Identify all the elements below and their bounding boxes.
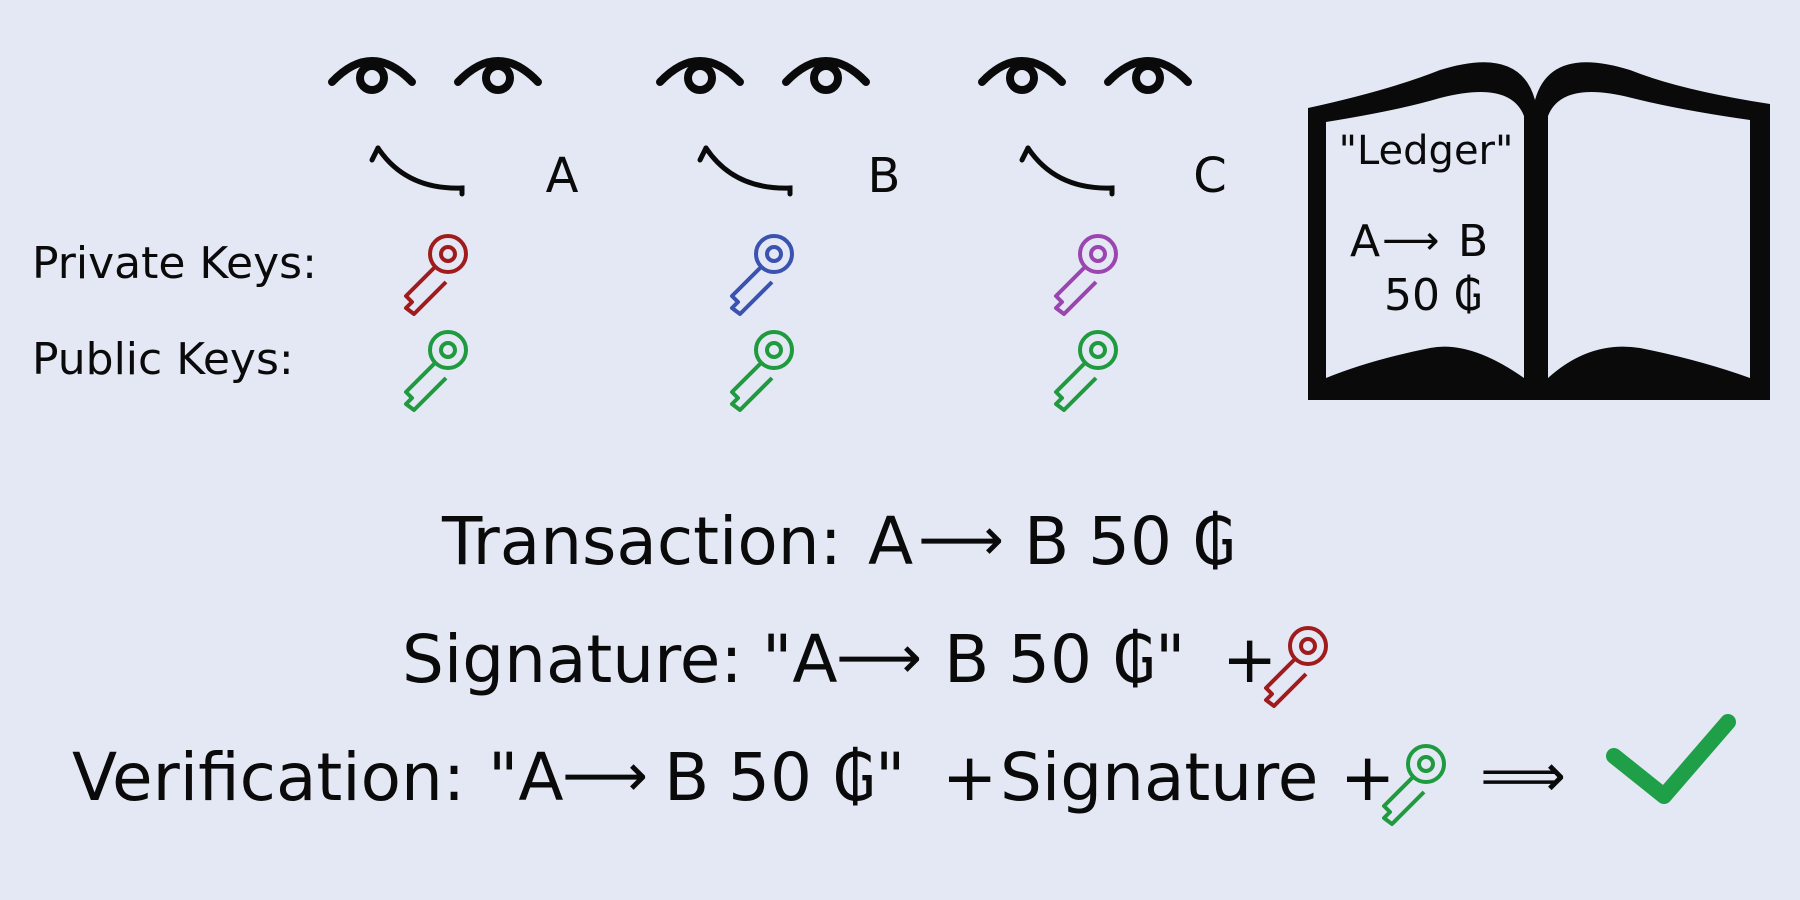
eye-icon bbox=[982, 61, 1062, 90]
public-keys-label: Public Keys: bbox=[32, 334, 294, 385]
signature-from: "A bbox=[762, 621, 838, 698]
private-key-a-icon bbox=[404, 234, 468, 316]
private-key-b-icon bbox=[730, 234, 794, 316]
person-a-face: A bbox=[332, 61, 579, 204]
private-keys-label: Private Keys: bbox=[32, 238, 317, 289]
verification-arrow: ⟶ bbox=[562, 741, 648, 811]
ledger-entry-to: B bbox=[1458, 216, 1488, 267]
signature-label: Signature: bbox=[402, 621, 743, 698]
transaction-label: Transaction: bbox=[441, 503, 842, 580]
verification-signature-word: Signature bbox=[1000, 739, 1318, 816]
smile-icon bbox=[1022, 148, 1112, 194]
eye-icon bbox=[660, 61, 740, 90]
verification-from: "A bbox=[488, 739, 564, 816]
person-c-face: C bbox=[982, 61, 1227, 204]
signature-to: B bbox=[944, 621, 989, 698]
private-key-c-icon bbox=[1054, 234, 1118, 316]
person-b-label: B bbox=[868, 148, 901, 204]
eye-icon bbox=[1108, 61, 1188, 90]
ledger-entry-amount: 50 ₲ bbox=[1384, 270, 1482, 321]
public-key-a-icon bbox=[404, 330, 468, 412]
smile-icon bbox=[700, 148, 790, 194]
eye-icon bbox=[786, 61, 866, 90]
ledger-entry-from: A bbox=[1350, 216, 1380, 267]
verification-label: Verification: bbox=[72, 739, 465, 816]
transaction-amount: 50 ₲ bbox=[1088, 503, 1235, 580]
transaction-from: A bbox=[868, 503, 913, 580]
transaction-to: B bbox=[1024, 503, 1069, 580]
signature-arrow: ⟶ bbox=[836, 623, 922, 693]
public-key-c-icon bbox=[1054, 330, 1118, 412]
ledger-arrow: ⟶ bbox=[1382, 218, 1439, 264]
ledger-book-icon: "Ledger" A ⟶ B 50 ₲ bbox=[1308, 62, 1770, 400]
smile-icon bbox=[372, 148, 462, 194]
eye-icon bbox=[458, 61, 538, 90]
transaction-line: Transaction: A ⟶ B 50 ₲ bbox=[441, 503, 1235, 580]
checkmark-icon bbox=[1606, 714, 1736, 804]
public-key-b-icon bbox=[730, 330, 794, 412]
transaction-arrow: ⟶ bbox=[918, 505, 1004, 575]
verification-amount: 50 ₲" bbox=[728, 739, 905, 816]
eye-icon bbox=[332, 61, 412, 90]
verification-to: B bbox=[664, 739, 709, 816]
signature-line: Signature: "A ⟶ B 50 ₲" + bbox=[402, 621, 1328, 708]
verification-implies: ⟹ bbox=[1480, 741, 1566, 811]
verification-line: Verification: "A ⟶ B 50 ₲" + Signature +… bbox=[72, 714, 1736, 826]
person-a-label: A bbox=[546, 148, 579, 204]
person-b-face: B bbox=[660, 61, 900, 204]
verification-plus-1: + bbox=[942, 739, 997, 816]
person-c-label: C bbox=[1193, 148, 1227, 204]
signature-amount: 50 ₲" bbox=[1008, 621, 1185, 698]
ledger-title: "Ledger" bbox=[1339, 128, 1514, 174]
